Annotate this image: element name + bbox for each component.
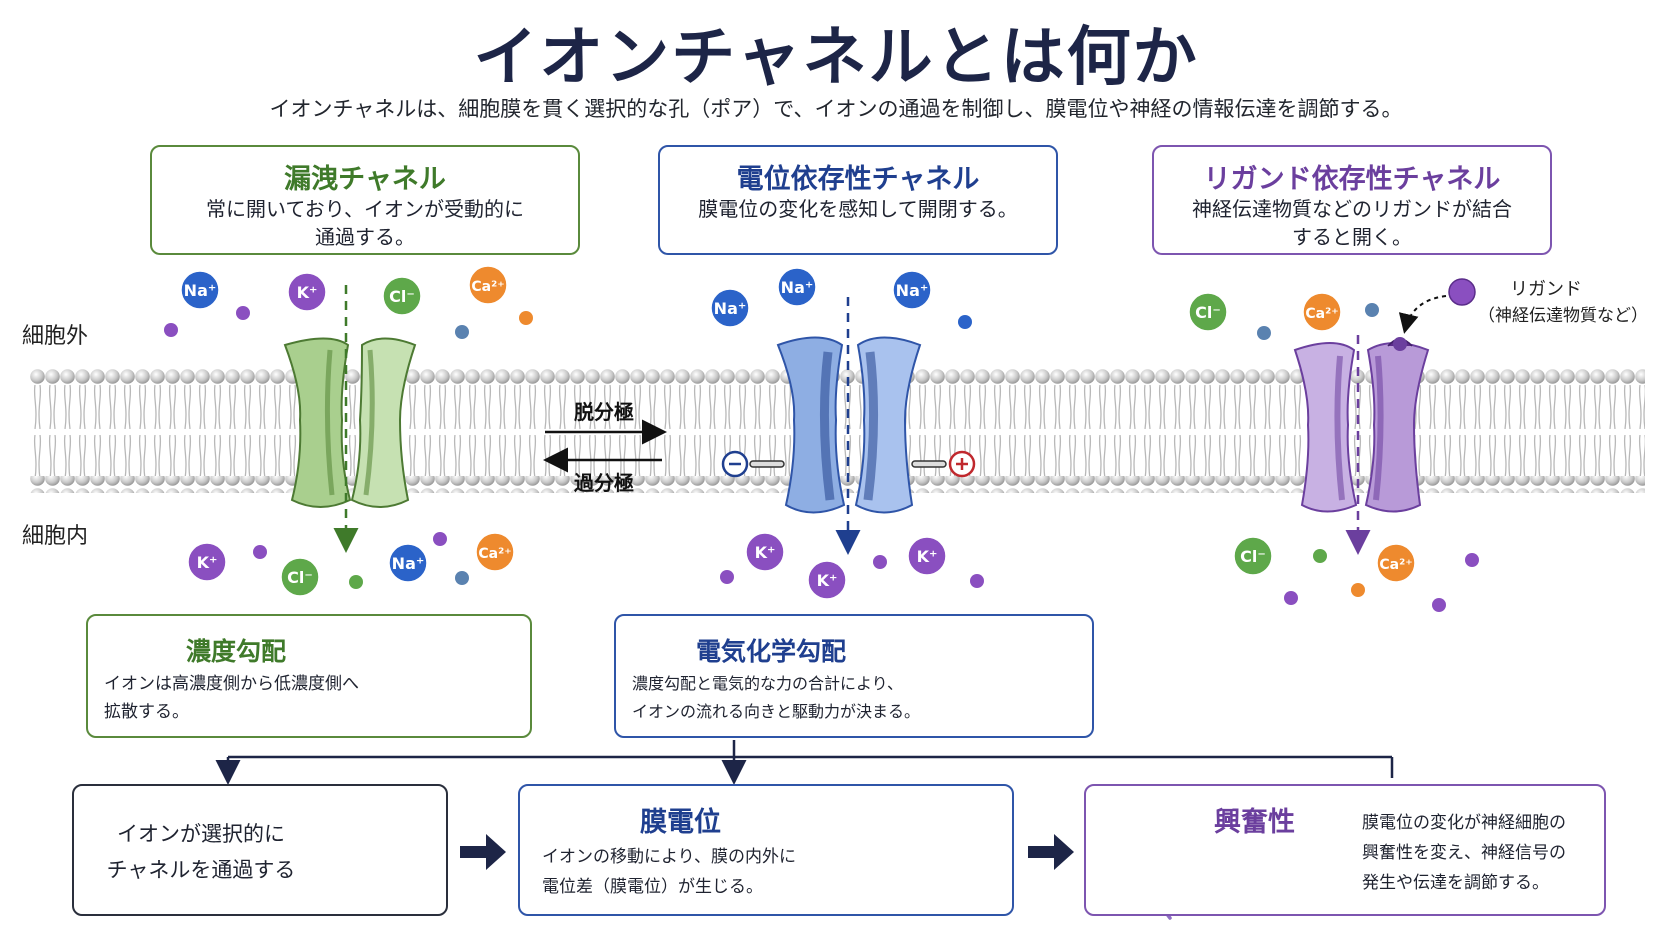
ca-ion-label: Ca²⁺ bbox=[478, 546, 511, 562]
na-ion-label: Na⁺ bbox=[392, 554, 425, 573]
k-ion-label: K⁺ bbox=[197, 553, 218, 572]
concentration-gradient-box: 濃度勾配 イオンは高濃度側から低濃度側へ 拡散する。 bbox=[86, 614, 532, 738]
na-ion-label: Na⁺ bbox=[184, 281, 217, 300]
cl-ion-label: Cl⁻ bbox=[1195, 303, 1221, 322]
ca-ion-label: Ca²⁺ bbox=[1305, 306, 1338, 322]
ligand-channel-box: リガンド依存性チャネル 神経伝達物質などのリガンドが結合 すると開く。 bbox=[1152, 145, 1552, 255]
ligand-molecule-icon bbox=[1448, 278, 1476, 306]
cl-ion-label: Cl⁻ bbox=[389, 287, 415, 306]
k-ion-icon: K⁺ bbox=[807, 560, 847, 600]
voltage-channel-title: 電位依存性チャネル bbox=[736, 164, 980, 195]
k-ion-icon: K⁺ bbox=[745, 532, 785, 572]
cl-ion-label: Cl⁻ bbox=[1240, 547, 1266, 566]
cl-ion-icon: Cl⁻ bbox=[1188, 292, 1228, 332]
flow-step3-title: 興奮性 bbox=[1214, 807, 1295, 838]
flow-step-excitability: 興奮性 膜電位の変化が神経細胞の 興奮性を変え、神経信号の 発生や伝達を調節する… bbox=[1084, 784, 1606, 916]
hyperpolarization-label: 過分極 bbox=[574, 471, 634, 495]
k-ion-label: K⁺ bbox=[917, 547, 938, 566]
ligand-sublabel: （神経伝達物質など） bbox=[1478, 306, 1648, 326]
ligand-channel bbox=[1293, 278, 1476, 555]
na-ion-label: Na⁺ bbox=[714, 299, 747, 318]
ca-ion-icon: Ca²⁺ bbox=[1376, 543, 1416, 583]
small-ion-dots bbox=[164, 303, 1479, 612]
flow-step-membrane-potential: 膜電位 イオンの移動により、膜の内外に 電位差（膜電位）が生じる。 bbox=[518, 784, 1014, 916]
cl-ion-icon: Cl⁻ bbox=[280, 557, 320, 597]
k-ion-icon: K⁺ bbox=[907, 536, 947, 576]
na-ion-icon: Na⁺ bbox=[777, 267, 817, 307]
na-ion-icon: Na⁺ bbox=[710, 288, 750, 328]
ca-ion-icon: Ca²⁺ bbox=[468, 265, 508, 305]
ca-ion-icon: Ca²⁺ bbox=[1302, 292, 1342, 332]
k-ion-label: K⁺ bbox=[755, 543, 776, 562]
na-ion-label: Na⁺ bbox=[896, 281, 929, 300]
page-subtitle: イオンチャネルは、細胞膜を貫く選択的な孔（ポア）で、イオンの通過を制御し、膜電位… bbox=[269, 97, 1403, 121]
k-ion-icon: K⁺ bbox=[187, 542, 227, 582]
ca-ion-label: Ca²⁺ bbox=[471, 279, 504, 295]
voltage-channel-box: 電位依存性チャネル 膜電位の変化を感知して開閉する。 bbox=[658, 145, 1058, 255]
cl-ion-icon: Cl⁻ bbox=[382, 276, 422, 316]
flow-step1-text: イオンが選択的に チャネルを通過する bbox=[106, 822, 296, 882]
flow-step3-text: 膜電位の変化が神経細胞の 興奮性を変え、神経信号の 発生や伝達を調節する。 bbox=[1362, 813, 1566, 893]
voltage-channel-text: 膜電位の変化を感知して開閉する。 bbox=[698, 197, 1018, 221]
na-ion-label: Na⁺ bbox=[781, 278, 814, 297]
electrochemical-gradient-box: 電気化学勾配 濃度勾配と電気的な力の合計により、 イオンの流れる向きと駆動力が決… bbox=[614, 614, 1094, 738]
flow-arrow-2 bbox=[1028, 834, 1074, 870]
k-ion-label: K⁺ bbox=[817, 571, 838, 590]
concentration-gradient-title: 濃度勾配 bbox=[186, 637, 287, 666]
ca-ion-label: Ca²⁺ bbox=[1379, 557, 1412, 573]
electrochemical-gradient-title: 電気化学勾配 bbox=[696, 637, 847, 666]
k-ion-label: K⁺ bbox=[297, 283, 318, 302]
leak-channel-text: 常に開いており、イオンが受動的に 通過する。 bbox=[206, 197, 524, 249]
k-ion-icon: K⁺ bbox=[287, 272, 327, 312]
ca-ion-icon: Ca²⁺ bbox=[475, 532, 515, 572]
ligand-label: リガンド bbox=[1510, 279, 1582, 300]
page-title: イオンチャネルとは何か bbox=[473, 21, 1199, 95]
electrochemical-gradient-text: 濃度勾配と電気的な力の合計により、 イオンの流れる向きと駆動力が決まる。 bbox=[632, 674, 921, 721]
cl-ion-label: Cl⁻ bbox=[287, 568, 313, 587]
depolarization-label: 脱分極 bbox=[574, 400, 634, 424]
leak-channel-title: 漏洩チャネル bbox=[284, 164, 446, 195]
concentration-gradient-text: イオンは高濃度側から低濃度側へ 拡散する。 bbox=[104, 674, 359, 722]
flow-connectors bbox=[215, 740, 1394, 785]
flow-arrow-1 bbox=[460, 834, 506, 870]
flow-step2-text: イオンの移動により、膜の内外に 電位差（膜電位）が生じる。 bbox=[542, 847, 796, 897]
na-ion-icon: Na⁺ bbox=[892, 270, 932, 310]
ligand-channel-text: 神経伝達物質などのリガンドが結合 すると開く。 bbox=[1192, 197, 1512, 249]
na-ion-icon: Na⁺ bbox=[180, 270, 220, 310]
voltage-channel bbox=[721, 297, 976, 555]
cl-ion-icon: Cl⁻ bbox=[1233, 536, 1273, 576]
flow-step2-title: 膜電位 bbox=[640, 807, 721, 838]
leak-channel bbox=[283, 285, 417, 553]
flow-step-selective-passage: イオンが選択的に チャネルを通過する bbox=[72, 784, 448, 916]
extracellular-label: 細胞外 bbox=[22, 324, 89, 349]
leak-channel-box: 漏洩チャネル 常に開いており、イオンが受動的に 通過する。 bbox=[150, 145, 580, 255]
intracellular-label: 細胞内 bbox=[22, 524, 89, 549]
na-ion-icon: Na⁺ bbox=[388, 543, 428, 583]
ligand-channel-title: リガンド依存性チャネル bbox=[1203, 164, 1501, 195]
